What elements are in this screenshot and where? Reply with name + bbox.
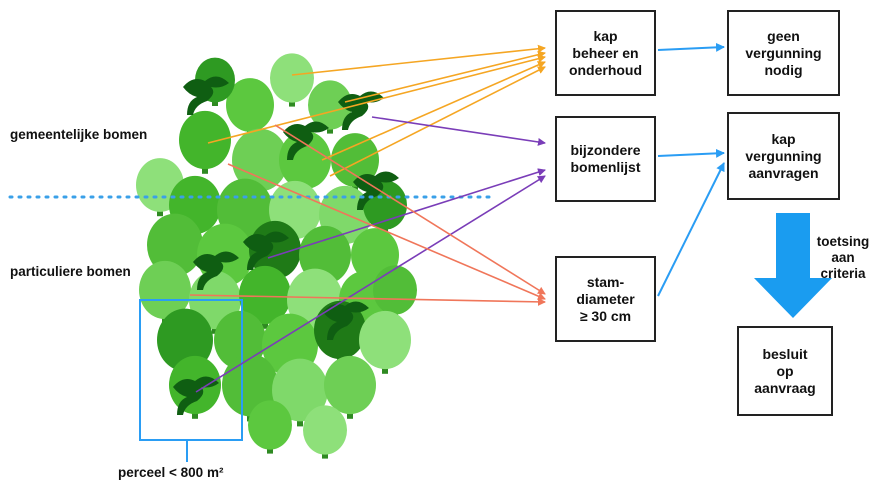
purple-arrows — [195, 116, 546, 393]
plot-rectangle — [139, 299, 243, 441]
tree-crown — [359, 310, 411, 370]
red-arrow — [274, 124, 546, 295]
tree-crown — [139, 260, 191, 320]
box-text: aanvragen — [748, 164, 819, 181]
bonsai-tree — [243, 231, 289, 270]
orange-arrow — [329, 66, 546, 177]
box-text: kap — [593, 27, 618, 44]
bonsai-tree — [193, 251, 239, 290]
blue-arrow — [657, 162, 725, 297]
tree-crown — [239, 265, 291, 325]
municipal-trees-label: gemeentelijke bomen — [10, 127, 148, 142]
box-text: stam- — [586, 273, 625, 290]
tree-crown — [222, 353, 278, 417]
private-trees-label: particuliere bomen — [10, 264, 131, 279]
tree-crown — [331, 133, 379, 187]
box-text: bijzondere — [570, 142, 641, 158]
box-text: onderhoud — [568, 61, 643, 78]
purple-arrow — [371, 116, 546, 146]
tree-crown — [147, 213, 203, 277]
big-down-arrow — [754, 213, 832, 318]
tree-crown — [270, 53, 314, 103]
tree-crown — [157, 308, 213, 372]
box-decision: besluit op aanvraag — [737, 326, 833, 416]
tree-crown — [232, 128, 288, 192]
tree-crown — [179, 110, 231, 170]
plot-label: perceel < 800 m² — [118, 465, 224, 480]
tree-crown — [248, 400, 292, 450]
box-text: beheer en — [572, 44, 639, 61]
tree-crown — [308, 80, 352, 130]
box-text: diameter — [576, 290, 635, 307]
box-text: nodig — [764, 61, 803, 78]
blue-arrows — [657, 42, 725, 297]
blue-arrow — [657, 148, 725, 158]
red-arrow — [189, 294, 546, 306]
orange-arrow — [207, 54, 546, 144]
orange-arrow — [321, 61, 546, 161]
box-text: bomenlijst — [570, 159, 641, 175]
tree-crown — [272, 358, 328, 422]
orange-arrow — [344, 50, 546, 103]
box-no-permit: geen vergunning nodig — [727, 10, 840, 96]
box-maintenance: kap beheer en onderhoud — [555, 10, 656, 96]
box-text: vergunning — [745, 44, 822, 61]
box-apply-permit: kap vergunning aanvragen — [727, 112, 840, 200]
tree-crown — [373, 265, 417, 315]
assessment-line: toetsing — [816, 234, 870, 249]
box-text: aanvraag — [754, 379, 816, 396]
box-text: ≥ 30 cm — [579, 307, 632, 324]
assessment-label: toetsing aan criteria — [812, 234, 874, 282]
bonsai-tree — [173, 376, 219, 415]
tree-crown — [303, 405, 347, 455]
orange-arrows — [207, 44, 546, 177]
assessment-line: aan — [831, 250, 855, 265]
box-text: op — [776, 362, 794, 379]
blue-arrow — [657, 42, 725, 52]
box-text: vergunning — [745, 147, 822, 164]
box-text: besluit — [762, 345, 808, 362]
orange-arrow — [291, 44, 546, 76]
red-arrows — [189, 124, 546, 306]
bonsai-tree — [323, 301, 369, 340]
tree-crown — [226, 78, 274, 132]
assessment-line: criteria — [820, 266, 866, 281]
red-arrow — [227, 163, 546, 300]
box-stem-diameter: stam- diameter ≥ 30 cm — [555, 256, 656, 342]
box-special-list: bijzondere bomenlijst — [555, 116, 656, 202]
tree-crown — [324, 355, 376, 415]
purple-arrow — [195, 175, 546, 393]
box-text: kap — [771, 130, 796, 147]
purple-arrow — [267, 168, 546, 259]
tree-cluster — [136, 53, 417, 459]
bonsai-tree — [183, 76, 229, 115]
bonsai-tree — [283, 121, 329, 160]
box-text: geen — [767, 27, 800, 44]
